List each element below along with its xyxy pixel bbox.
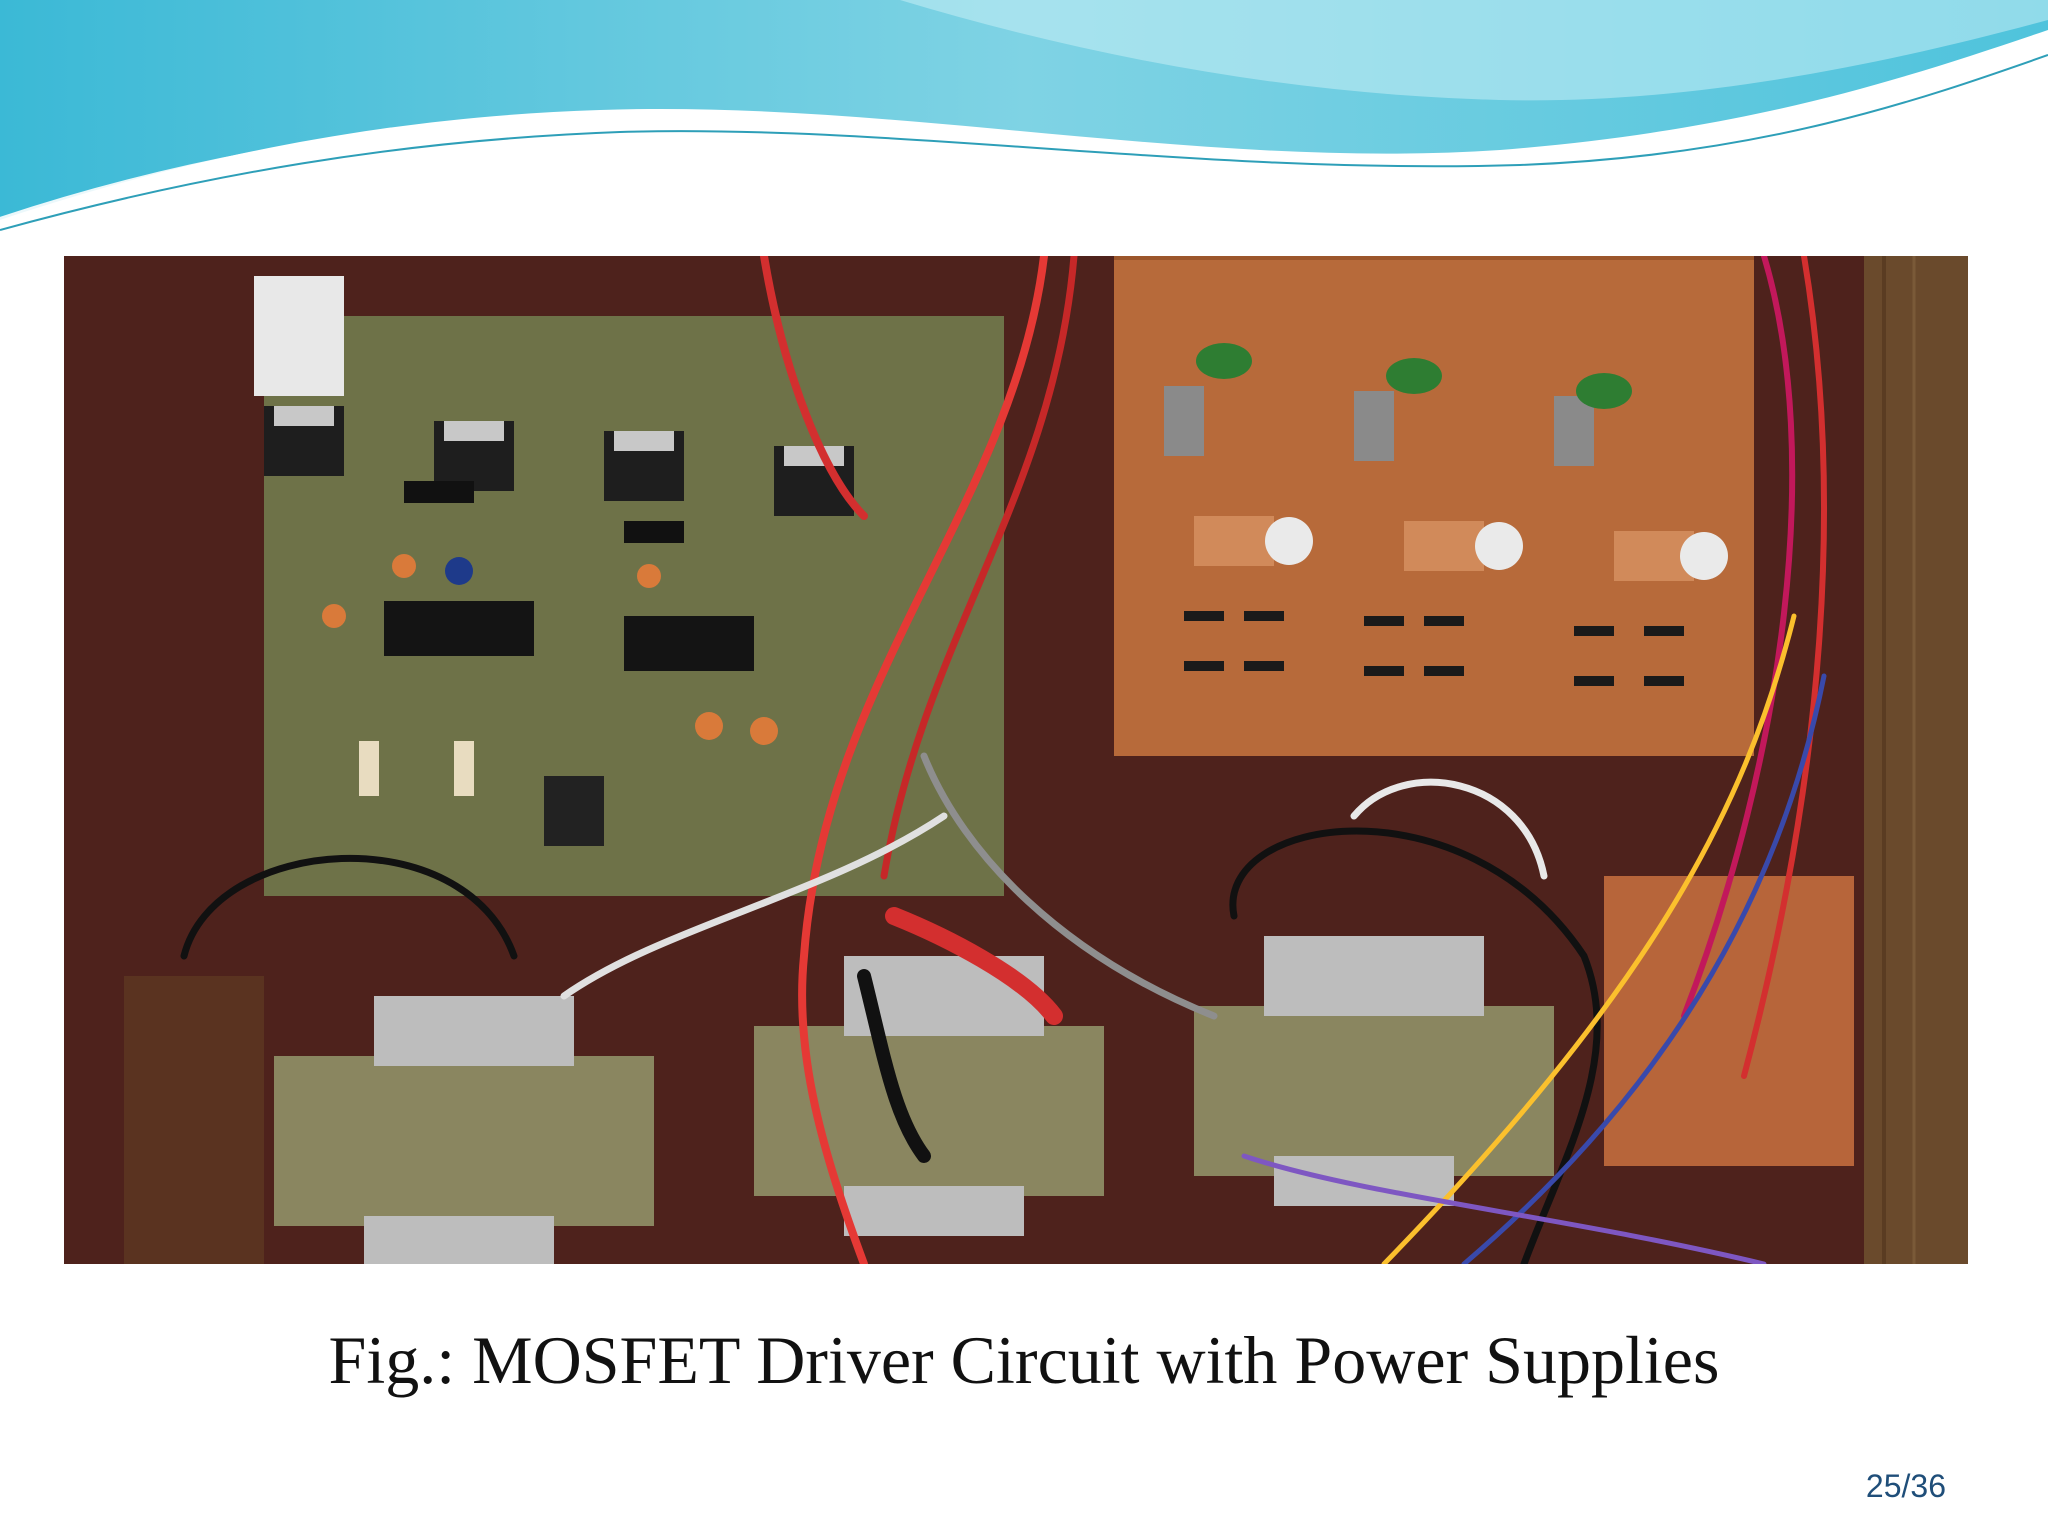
- circuit-photo-illustration: [64, 256, 1968, 1264]
- page-number: 25/36: [1865, 1468, 1946, 1504]
- figure-caption: Fig.: MOSFET Driver Circuit with Power S…: [328, 1322, 1720, 1398]
- wave-header-decoration: [0, 0, 2048, 231]
- circuit-photo: [64, 256, 1968, 1264]
